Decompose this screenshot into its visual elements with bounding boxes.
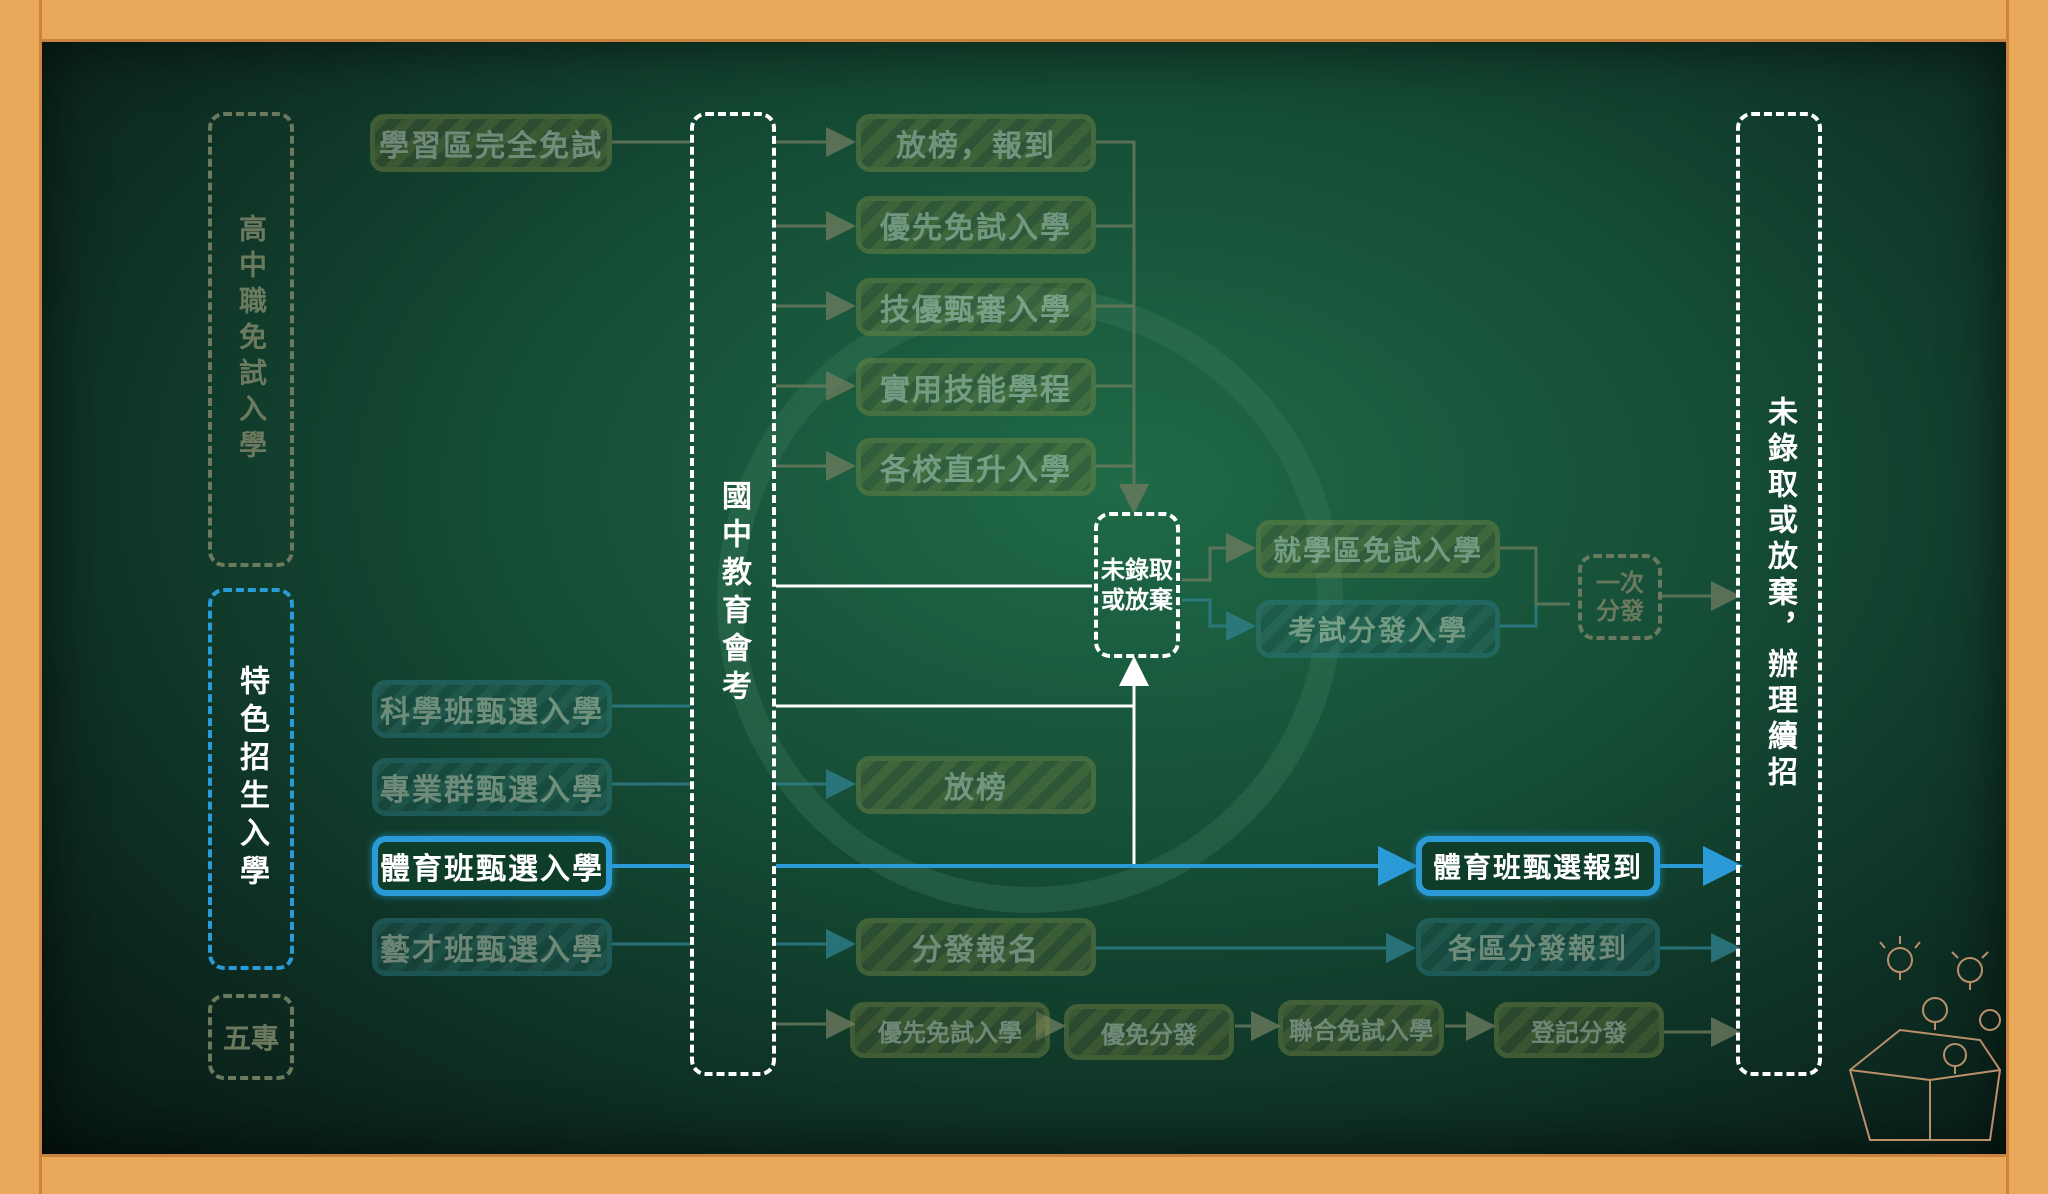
district-exempt-node: 就學區免試入學 — [1256, 520, 1500, 578]
not-admitted-box: 未錄取或放棄 — [1094, 512, 1180, 658]
skill-review-node: 技優甄審入學 — [856, 278, 1096, 336]
sports-class-node: 體育班甄選入學 — [372, 836, 612, 896]
one-time-box: 一次分發 — [1578, 554, 1662, 640]
continued-enrollment-column: 未錄取或放棄，辦理續招 — [1736, 112, 1822, 1076]
priority-exempt-node: 優先免試入學 — [856, 196, 1096, 254]
continued-enrollment-label: 未錄取或放棄，辦理續招 — [1762, 396, 1797, 792]
exam-distribute-node: 考試分發入學 — [1256, 600, 1500, 658]
bottom-priority-exempt-node: 優先免試入學 — [850, 1002, 1050, 1058]
frame-left — [0, 0, 42, 1194]
distribute-register-node: 分發報名 — [856, 918, 1096, 976]
one-time-label: 一次分發 — [1596, 569, 1644, 625]
national-exam-column: 國中教育會考 — [690, 112, 776, 1076]
lightbulb-box-icon — [1848, 936, 2002, 1141]
chalkboard — [42, 42, 2006, 1154]
announce-node: 放榜 — [856, 756, 1096, 814]
special-admission-label: 特色招生入學 — [234, 665, 269, 893]
frame-bottom — [0, 1154, 2048, 1194]
frame-top — [0, 0, 2048, 42]
announce-register-node: 放榜，報到 — [856, 114, 1096, 172]
district-report-node: 各區分發報到 — [1416, 918, 1660, 976]
learning-zone-node: 學習區完全免試 — [370, 114, 612, 172]
sports-register-node: 體育班甄選報到 — [1416, 836, 1660, 896]
national-exam-label: 國中教育會考 — [716, 480, 751, 708]
bottom-registration-distribute-node: 登記分發 — [1494, 1002, 1664, 1058]
special-admission-group: 特色招生入學 — [208, 588, 294, 970]
arts-class-node: 藝才班甄選入學 — [372, 918, 612, 976]
high-school-exempt-label: 高中職免試入學 — [235, 213, 268, 466]
frame-right — [2006, 0, 2048, 1194]
five-year-group: 五專 — [208, 994, 294, 1080]
watermark-ring — [717, 287, 1343, 913]
science-class-node: 科學班甄選入學 — [372, 680, 612, 738]
bottom-joint-exempt-node: 聯合免試入學 — [1278, 1000, 1444, 1056]
bottom-priority-distribute-node: 優免分發 — [1064, 1004, 1234, 1060]
professional-group-node: 專業群甄選入學 — [372, 758, 612, 816]
direct-upgrade-node: 各校直升入學 — [856, 438, 1096, 496]
five-year-label: 五專 — [222, 1022, 279, 1055]
practical-skill-node: 實用技能學程 — [856, 358, 1096, 416]
high-school-exempt-group: 高中職免試入學 — [208, 112, 294, 567]
not-admitted-label: 未錄取或放棄 — [1101, 556, 1173, 614]
